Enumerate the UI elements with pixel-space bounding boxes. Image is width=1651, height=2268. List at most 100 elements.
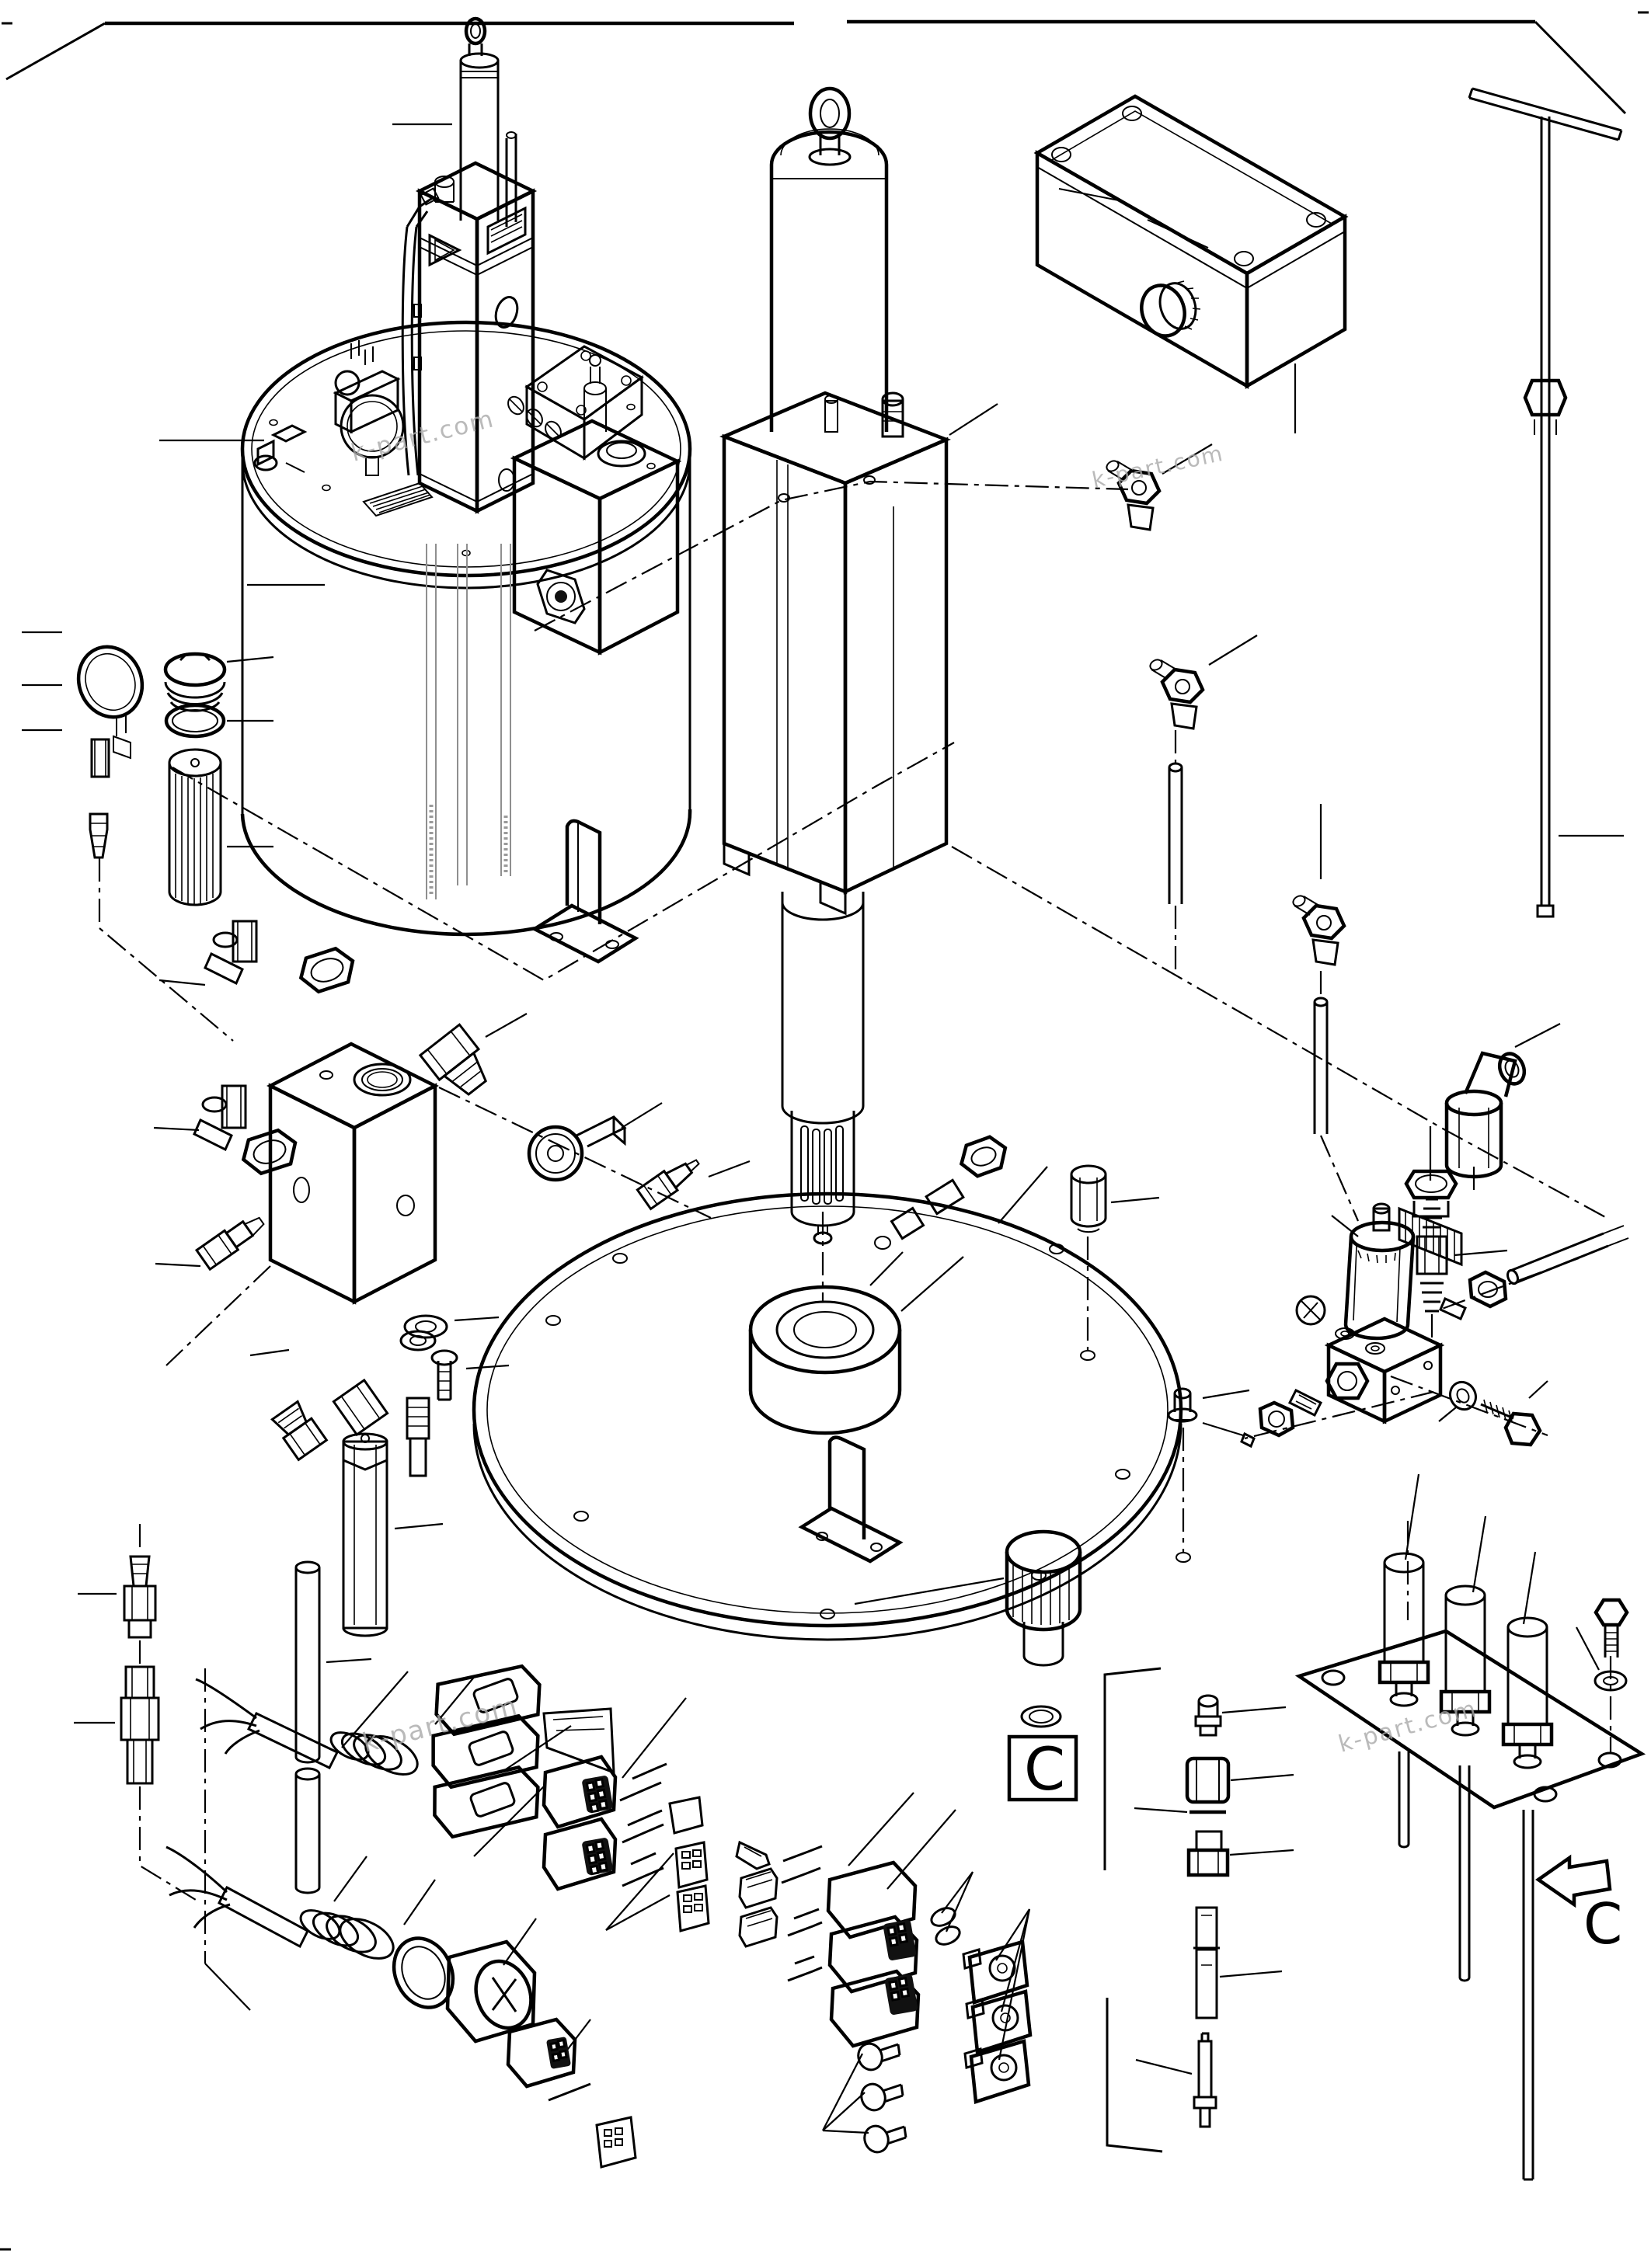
page-frame xyxy=(0,11,1649,2251)
reservoir-tank xyxy=(240,450,692,937)
barb-fitting-b xyxy=(123,1555,157,1639)
cable-gland-nut xyxy=(1404,1169,1458,1218)
relief-fitting xyxy=(583,354,607,432)
valve-rod xyxy=(1193,1906,1220,2019)
small-housing xyxy=(506,2017,577,2089)
junction-box xyxy=(507,345,644,461)
nameplate xyxy=(486,206,527,256)
connector-housing-1 xyxy=(542,1755,618,1829)
mounting-bracket xyxy=(531,819,639,964)
plate-bracket xyxy=(798,1435,904,1564)
watermark-1: k-part.com xyxy=(348,405,497,468)
grease-cartridge-3 xyxy=(1501,1616,1554,1769)
seal-wedge xyxy=(668,1796,704,1835)
barb-fitting-a xyxy=(270,1400,329,1462)
pump-unit-assembly xyxy=(240,16,692,964)
t-handle-rod xyxy=(1468,87,1623,918)
hex-bolt xyxy=(1480,1399,1542,1447)
view-c-arrow: C xyxy=(1535,1854,1622,1957)
cable-boot-lower xyxy=(299,1909,395,1960)
left-parts-column xyxy=(76,645,227,906)
o-ring xyxy=(164,703,226,739)
solenoid-valve-assembly xyxy=(1240,1169,1629,1449)
coupler-sleeve xyxy=(1185,1756,1231,1804)
steel-tube-2 xyxy=(294,1767,321,1894)
straight-fitting xyxy=(418,1023,488,1096)
adjust-knob xyxy=(1140,280,1201,338)
lower-cable-assembly xyxy=(165,1845,637,2169)
detail-c-label: C xyxy=(1024,1734,1065,1804)
screws xyxy=(857,2042,907,2154)
banjo-fitting-3 xyxy=(1292,895,1346,966)
lid-elbow-fittings xyxy=(253,424,308,473)
lid-solenoid-block xyxy=(253,340,434,517)
grease-cartridge-2 xyxy=(1439,1584,1492,1737)
lid-manifold-block xyxy=(498,354,682,656)
stacked-housings xyxy=(826,1860,921,2048)
hose xyxy=(401,187,440,476)
contact-pins-right xyxy=(781,1845,823,1982)
center-pump-assembly xyxy=(719,86,1008,1250)
filler-plug xyxy=(163,652,227,712)
steel-tube-1 xyxy=(294,1560,321,1764)
elbow-fitting-2 xyxy=(193,1084,298,1176)
solenoid-cartridge xyxy=(527,1115,627,1182)
washer-small xyxy=(403,1314,448,1339)
hex-standoff xyxy=(342,1432,388,1637)
guide-rods xyxy=(1398,1751,1534,2181)
detail-bracket-lines xyxy=(1103,1667,1163,2153)
warning-triangle-icon xyxy=(428,233,462,267)
micro-terminal xyxy=(548,2082,591,2102)
gauge-fitting-1 xyxy=(90,738,110,778)
lower-left-fittings xyxy=(120,1330,437,1894)
lid-nameplate xyxy=(362,482,434,517)
swivel-nut-1 xyxy=(298,946,355,994)
mounting-bolt xyxy=(1594,1598,1629,1692)
lower-tube xyxy=(781,892,865,1125)
single-terminal xyxy=(735,1840,771,1870)
keyed-socket-2 xyxy=(676,1884,710,1932)
filler-cap xyxy=(1005,1529,1082,1728)
terminal-block-1 xyxy=(738,1867,778,1909)
arrow-left-icon xyxy=(1535,1854,1612,1908)
bolt-washer xyxy=(1594,1670,1628,1692)
valve-body xyxy=(1324,1317,1445,1424)
connector-housing-2 xyxy=(542,1817,618,1891)
connector-barrels xyxy=(431,1664,542,1839)
cartridge-plate xyxy=(1294,1629,1646,1810)
fitting-chain-left xyxy=(1240,1388,1323,1449)
union-fitting-c xyxy=(120,1665,160,1785)
terminal-block-2 xyxy=(738,1906,778,1948)
grease-fitting xyxy=(1167,1387,1198,1423)
manifold-block xyxy=(266,1042,439,1305)
plug-cap xyxy=(1186,1830,1230,1877)
small-parts-column xyxy=(1185,1694,1231,2128)
lift-eye xyxy=(808,86,852,166)
socket-screw xyxy=(399,1330,437,1477)
detail-c-box xyxy=(1007,1734,1078,1802)
lift-eye-small xyxy=(464,16,487,56)
watermarks: k-part.com k-part.com k-part.com k-part.… xyxy=(348,405,1480,1759)
screw-small xyxy=(430,1349,458,1401)
filter-element xyxy=(168,748,222,906)
pump-housing xyxy=(413,161,538,514)
keyed-socket-1 xyxy=(674,1841,709,1889)
port-nut xyxy=(1325,1362,1370,1400)
terminal-plate-3 xyxy=(963,2039,1031,2104)
compression-fitting-right xyxy=(636,1159,700,1211)
connector-cluster-right xyxy=(735,1840,1033,2154)
control-box xyxy=(1033,94,1349,389)
tube-c xyxy=(1313,997,1329,1134)
cable-boot-upper xyxy=(329,1731,419,1776)
leader-lines xyxy=(22,123,1624,2134)
elbow-fitting-large xyxy=(1444,1051,1527,1179)
detail-c-callout: C xyxy=(1007,1667,1231,2153)
banjo-fitting-2 xyxy=(1149,659,1205,730)
solenoid-coil xyxy=(1343,1202,1416,1341)
pump-body xyxy=(719,391,951,916)
upper-cable-assembly xyxy=(195,1664,710,1932)
hex-cap-nut xyxy=(1070,1164,1107,1233)
gauge-fitting-2 xyxy=(89,812,109,859)
grease-cartridge-1 xyxy=(1378,1552,1430,1707)
